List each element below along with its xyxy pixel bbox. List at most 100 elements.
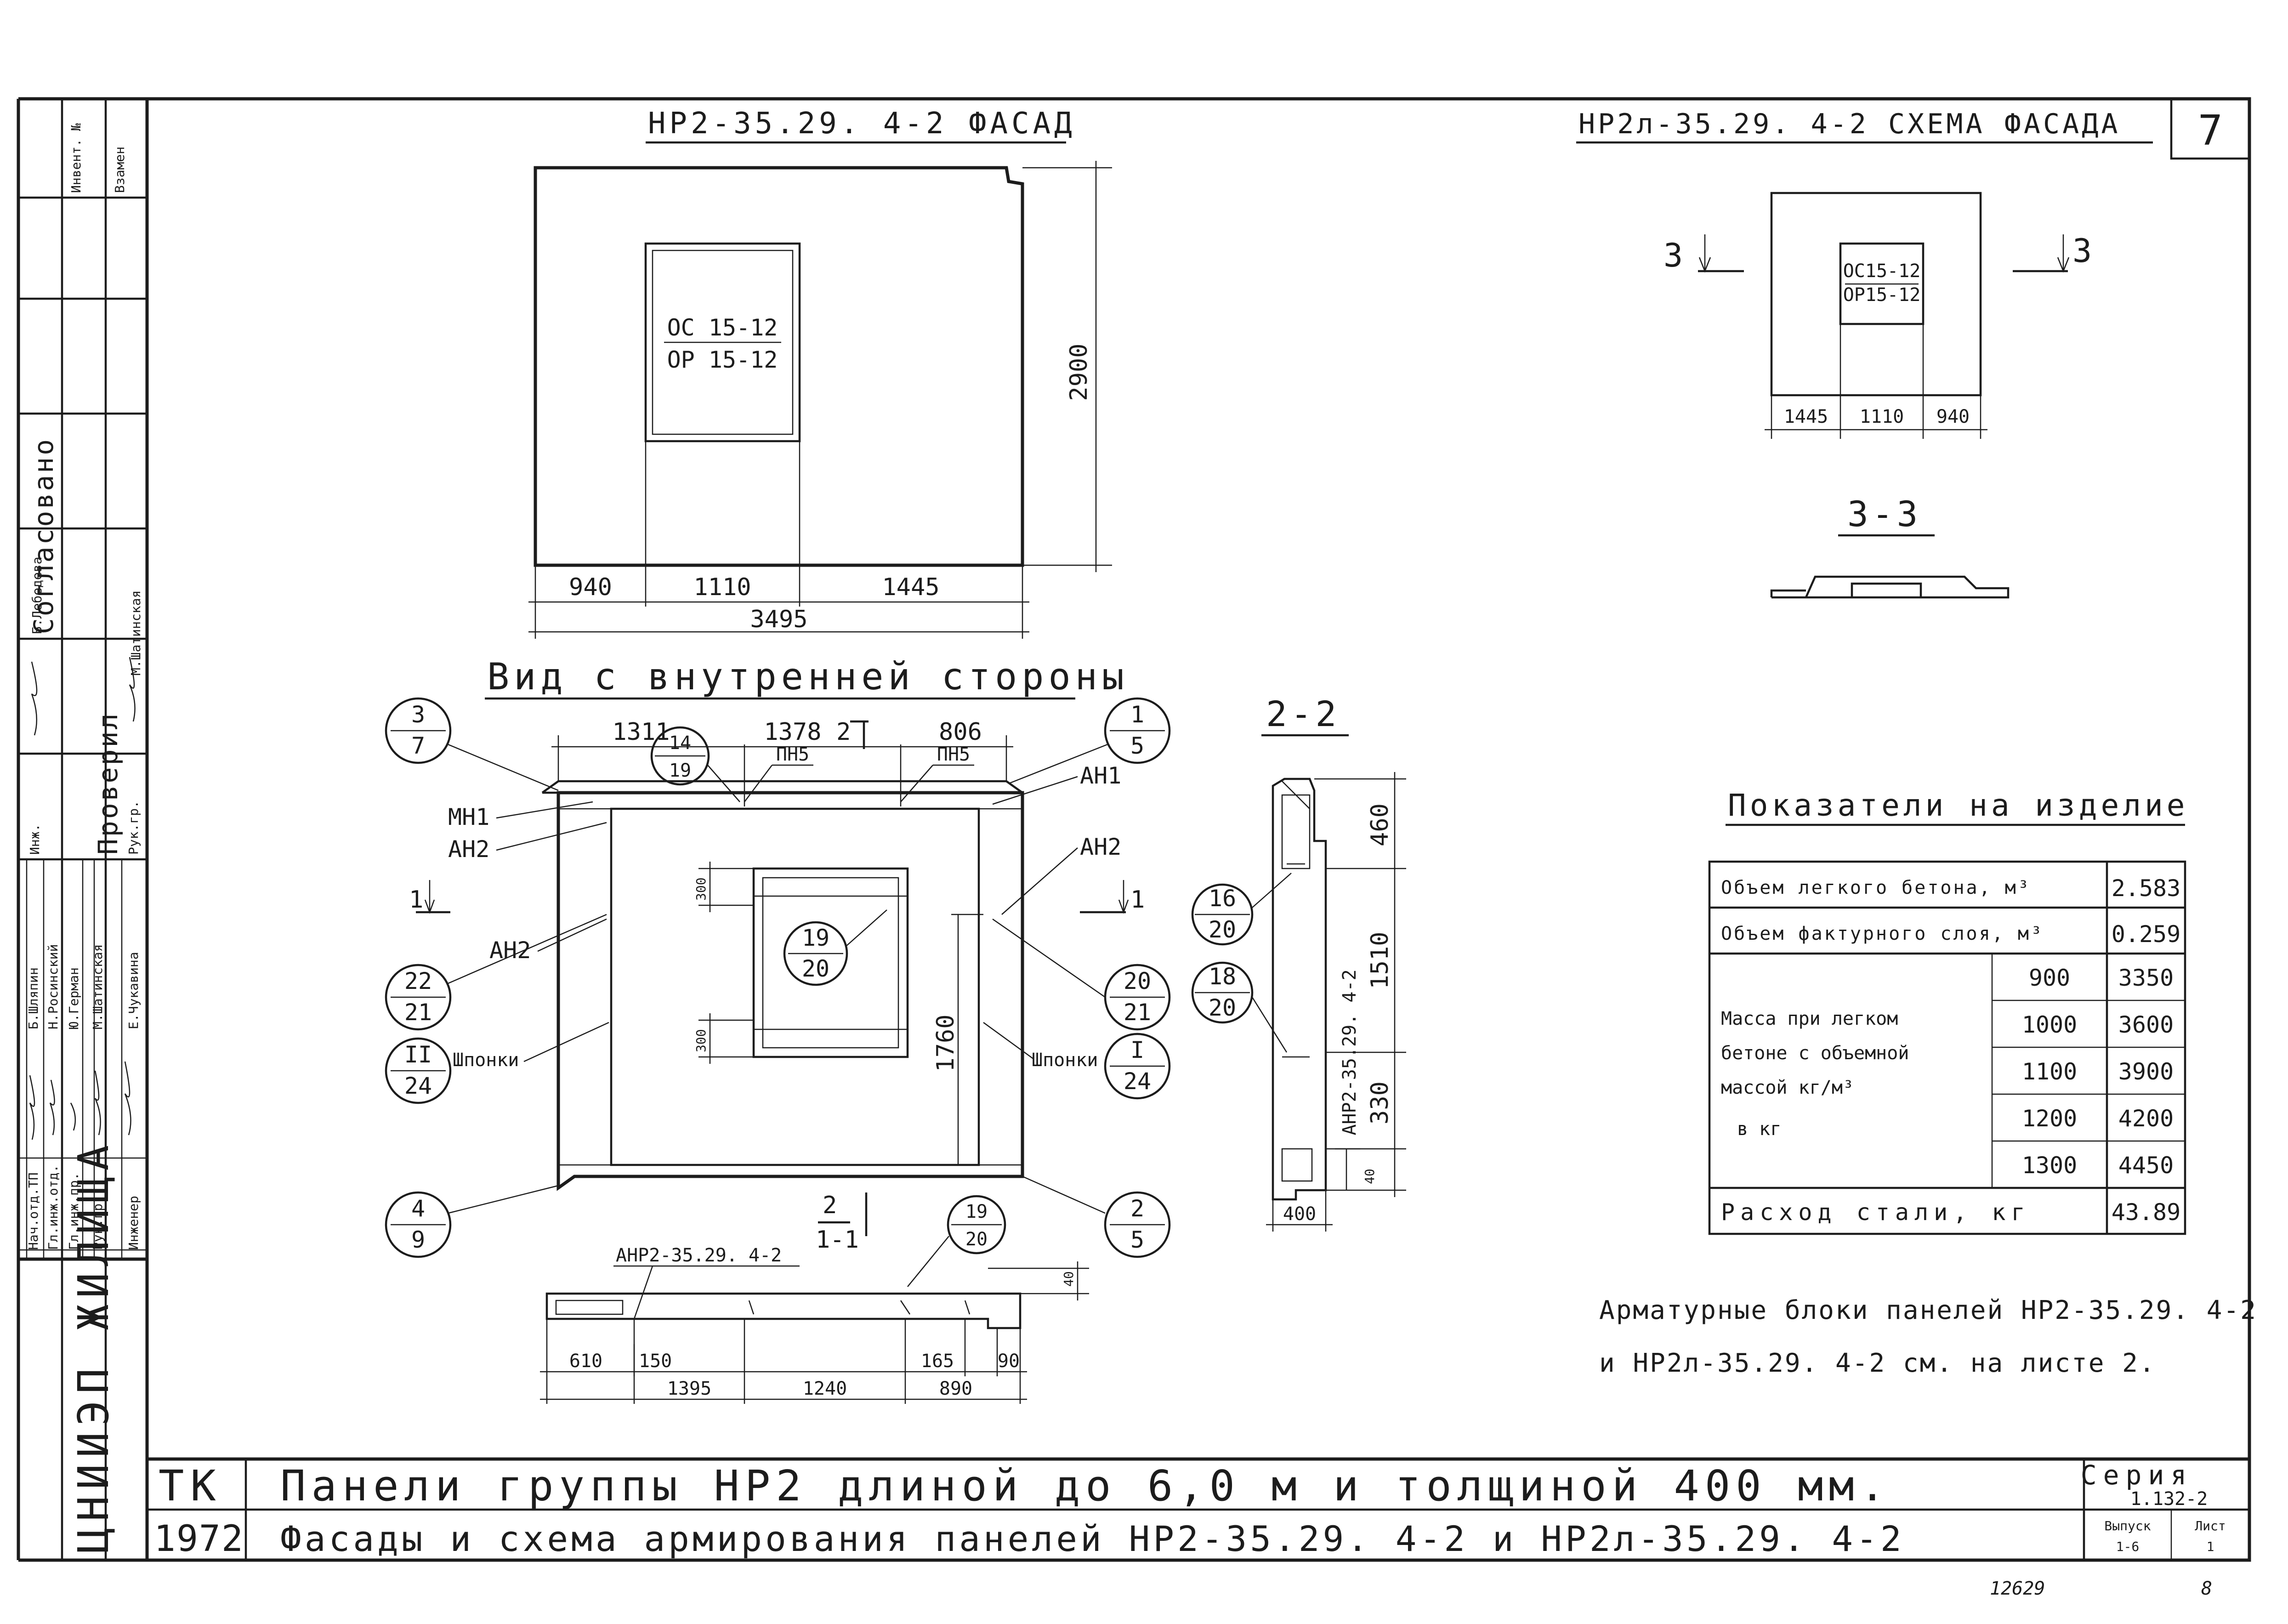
stamp-name-4: М.Шатинская (90, 944, 105, 1029)
svg-text:24: 24 (1124, 1068, 1151, 1095)
sheet-number-box: 7 (2170, 97, 2251, 160)
inner-cut-right-label: 1 (1130, 886, 1145, 914)
ref-bubble: 20 21 (992, 918, 1171, 1031)
svg-text:19: 19 (965, 1201, 988, 1222)
inner-title: Вид с внутренней стороны (487, 655, 1129, 698)
series-label: Серия (2081, 1459, 2193, 1491)
section-22-block: АНР2-35.29. 4-2 (1339, 969, 1360, 1135)
title-block: ТК 1972 Панели группы НР2 длиной до 6,0 … (147, 1457, 2249, 1599)
inner-top-dim-1: 1311 (612, 718, 670, 746)
stamp-role-1: Нач.отд.ТП (26, 1172, 41, 1250)
ref-bubble: 14 19 (650, 726, 740, 802)
section-11-dim-1240: 1240 (803, 1378, 847, 1399)
section-11-label: 1-1 (816, 1226, 859, 1254)
scheme-window-top: ОС15-12 (1843, 261, 1921, 282)
stamp-tk: ТК (159, 1461, 222, 1510)
signature-scribbles (29, 657, 136, 1140)
svg-text:20: 20 (802, 955, 829, 982)
svg-text:4: 4 (411, 1195, 425, 1222)
mass-density: 1200 (2022, 1105, 2077, 1132)
stamp-role-2: Гл.инж.отд. (45, 1165, 61, 1250)
facade-view: НР2-35.29. 4-2 ФАСАД ОС 15-12 ОР 15-12 2… (528, 107, 1112, 639)
ref-bubble: 1 5 (1008, 697, 1171, 784)
scheme-section-label: 3-3 (1847, 494, 1921, 534)
scheme-cut-marker-right: 3 (2013, 232, 2092, 273)
svg-text:2: 2 (1130, 1195, 1144, 1222)
inner-cut-marker-left: 1 (409, 880, 450, 914)
mass-label-line: массой кг/м³ (1721, 1077, 1854, 1098)
note-line-2: и НР2л-35.29. 4-2 см. на листе 2. (1599, 1348, 2156, 1378)
bottom-number: 12629 (1990, 1578, 2045, 1599)
stamp-role-5: Инженер (126, 1196, 141, 1250)
section-11-dim-40: 40 (1061, 1271, 1076, 1287)
stamp-checked-label: Проверил (92, 712, 124, 855)
inner-shponki-right: Шпонки (1032, 1050, 1098, 1071)
inner-label-an2-c: АН2 (1080, 834, 1121, 860)
steel-value: 43.89 (2112, 1199, 2181, 1226)
list-label: Лист (2195, 1518, 2226, 1533)
svg-text:9: 9 (411, 1227, 425, 1253)
sheet-frame (17, 97, 2251, 1562)
scheme-title: НР2л-35.29. 4-2 СХЕМА ФАСАДА (1578, 108, 2120, 140)
inner-section-mark: 2 (836, 718, 851, 746)
section-11-bubble: 19 20 (907, 1195, 1006, 1287)
ref-bubble: 19 20 (783, 909, 887, 986)
note: Арматурные блоки панелей НР2-35.29. 4-2 … (1599, 1295, 2257, 1378)
svg-text:II: II (404, 1041, 432, 1068)
mass-value: 4200 (2118, 1105, 2174, 1132)
ref-bubble: I 24 (1104, 1033, 1171, 1100)
scheme-cut-left-label: 3 (1663, 237, 1683, 274)
indicators-table: Показатели на изделие Объем легкого бето… (1708, 788, 2188, 1235)
scheme-section-3-3-profile (1770, 575, 2010, 599)
issue-value: 1-6 (2116, 1539, 2140, 1554)
indicator-row-label: Объем легкого бетона, м³ (1721, 877, 2031, 898)
facade-dim-2: 1110 (693, 574, 751, 601)
title-line-1: Панели группы НР2 длиной до 6,0 м и толщ… (280, 1461, 1891, 1510)
svg-text:7: 7 (411, 733, 425, 759)
note-line-1: Арматурные блоки панелей НР2-35.29. 4-2 (1599, 1295, 2257, 1325)
facade-dim-1: 940 (569, 574, 612, 601)
svg-text:20: 20 (1209, 916, 1236, 943)
svg-text:21: 21 (404, 999, 432, 1026)
section-22-bubble-16: 16 20 (1191, 873, 1292, 946)
inner-view: Вид с внутренней стороны 300 300 1760 1 (385, 655, 1171, 1258)
indicators-title: Показатели на изделие (1728, 788, 2188, 823)
section-11-dim-1395: 1395 (667, 1378, 711, 1399)
section-11-dim-90: 90 (998, 1351, 1020, 1372)
stamp-year: 1972 (154, 1518, 244, 1560)
stamp-name-3: Ю.Герман (66, 967, 81, 1029)
ref-bubble: 2 5 (1022, 1175, 1171, 1258)
bottom-page: 8 (2201, 1578, 2212, 1599)
mass-value: 4450 (2118, 1152, 2174, 1179)
steel-label: Расход стали, кг (1721, 1199, 2031, 1226)
inner-panel-outline (556, 791, 1024, 1191)
sheet-number: 7 (2198, 107, 2223, 155)
ref-bubble: 4 9 (385, 1185, 559, 1258)
facade-height-dim: 2900 (1065, 343, 1093, 401)
svg-text:19: 19 (669, 760, 691, 781)
section-11-dim-150: 150 (639, 1351, 672, 1372)
svg-text:20: 20 (965, 1229, 988, 1250)
section-11-profile (545, 1292, 1022, 1329)
inner-shponki-left: Шпонки (453, 1050, 519, 1071)
scheme-dim-2: 1110 (1860, 406, 1904, 427)
scheme-dim-3: 940 (1936, 406, 1970, 427)
stamp-agreed-label: Согласовано (28, 437, 59, 634)
indicator-row-label: Объем фактурного слоя, м³ (1721, 923, 2044, 944)
mass-density: 1000 (2022, 1011, 2077, 1038)
facade-window-bottom: ОР 15-12 (667, 346, 778, 373)
facade-dim-3: 1445 (882, 574, 939, 601)
inner-cut-marker-right: 1 (1080, 880, 1145, 914)
section-22-dim-1510: 1510 (1366, 931, 1394, 989)
stamp-checker-name-1: Б.Лебедева (29, 556, 45, 634)
mass-density: 1300 (2022, 1152, 2077, 1179)
section-22-dim-40: 40 (1362, 1169, 1377, 1184)
inner-top-dim-3: 806 (939, 718, 982, 746)
facade-dim-total: 3495 (750, 606, 807, 633)
mass-value: 3900 (2118, 1058, 2174, 1085)
stamp-name-2: Н.Росинский (45, 944, 61, 1029)
stamp-cell-inventory: Инвент. № (68, 123, 84, 193)
inner-dim-1760: 1760 (932, 1014, 959, 1072)
svg-text:5: 5 (1130, 733, 1144, 759)
